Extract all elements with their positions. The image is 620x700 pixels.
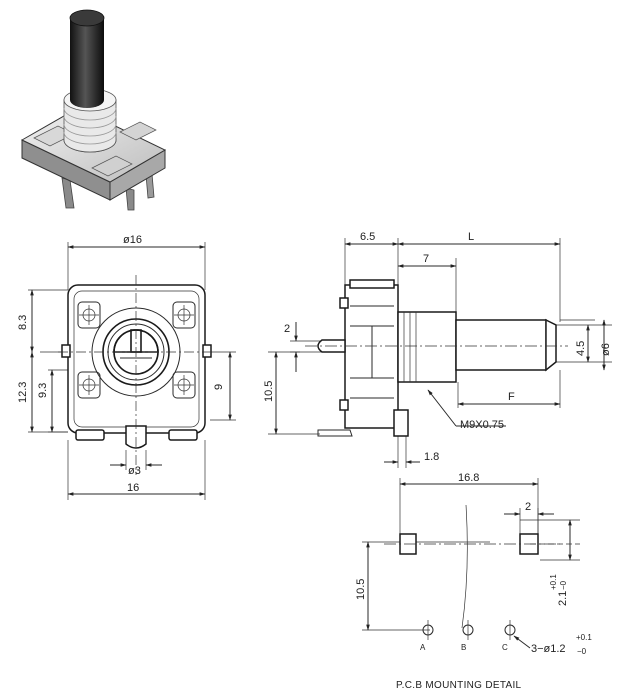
pcb-pad-tol-down: −0 bbox=[559, 580, 568, 590]
pcb-hole-tol-up: +0.1 bbox=[576, 633, 592, 642]
side-flat-dia: 4.5 bbox=[575, 341, 587, 356]
pcb-span: 16.8 bbox=[458, 472, 479, 484]
front-height-upper: 8.3 bbox=[17, 315, 29, 330]
pcb-title: P.C.B MOUNTING DETAIL bbox=[396, 680, 522, 691]
side-view: 6.5 L 7 2 4.5 ø6 10.5 F M9X0.75 1.8 bbox=[263, 231, 612, 468]
pcb-pad-tol-main: 2.1 bbox=[557, 591, 569, 606]
pcb-pin-b: B bbox=[461, 643, 466, 652]
front-corner-slots bbox=[77, 301, 196, 399]
side-height: 10.5 bbox=[263, 381, 275, 402]
side-thread-len: 7 bbox=[423, 253, 429, 265]
product-photo bbox=[20, 9, 167, 211]
pcb-mounting-detail: 16.8 2 10.5 2.1 +0.1 −0 3−ø1.2 +0.1 −0 A… bbox=[355, 472, 592, 691]
front-pin-dia: ø3 bbox=[128, 465, 141, 477]
side-body-len: 6.5 bbox=[360, 231, 375, 243]
front-height-total: 12.3 bbox=[17, 382, 29, 403]
front-right-height: 9 bbox=[213, 384, 225, 390]
pcb-pad-tol-up: +0.1 bbox=[549, 574, 558, 590]
side-shaft-dia: ø6 bbox=[600, 343, 612, 356]
front-height-mid: 9.3 bbox=[37, 383, 49, 398]
pcb-pin-a: A bbox=[420, 643, 426, 652]
side-shaft-len: L bbox=[468, 231, 474, 243]
pcb-vertical: 10.5 bbox=[355, 579, 367, 600]
front-width-top: ø16 bbox=[123, 234, 142, 246]
side-pin-width: 2 bbox=[284, 323, 290, 335]
pcb-pad-width: 2 bbox=[525, 501, 531, 513]
front-width-bottom: 16 bbox=[127, 482, 139, 494]
front-view: ø16 8.3 12.3 9.3 9 ø3 16 bbox=[17, 234, 236, 500]
side-flat-len: F bbox=[508, 391, 515, 403]
pcb-pin-c: C bbox=[502, 643, 508, 652]
side-thread-spec: M9X0.75 bbox=[460, 419, 504, 431]
pcb-hole-tol-down: −0 bbox=[577, 647, 587, 656]
side-lead-width: 1.8 bbox=[424, 451, 439, 463]
pcb-hole-spec: 3−ø1.2 bbox=[531, 643, 566, 655]
